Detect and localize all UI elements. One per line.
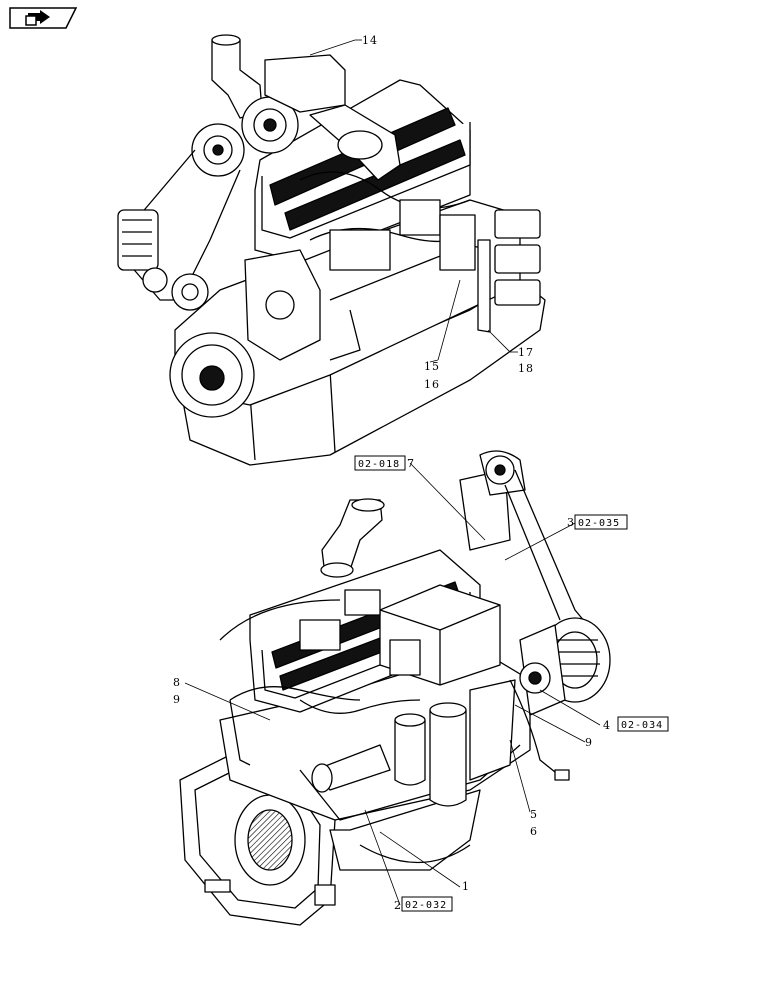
callout-16: 16 [424,378,440,391]
callout-17: 17 [518,346,534,359]
callout-8: 8 [173,676,181,689]
callout-labels: 14 15 16 17 18 7 3 8 9 4 9 5 6 1 2 [173,34,611,912]
svg-text:02-032: 02-032 [405,900,447,911]
svg-text:02-018: 02-018 [358,459,400,470]
callout-15: 15 [424,360,440,373]
callout-14: 14 [362,34,378,47]
leaders-bottom [184,462,601,906]
callout-1: 1 [462,880,470,893]
callout-18: 18 [518,362,534,375]
callout-9a: 9 [173,693,181,706]
callout-7: 7 [407,457,415,470]
svg-text:02-034: 02-034 [621,720,663,731]
ref-link-02-018[interactable]: 02-018 [354,455,406,471]
ref-link-02-034[interactable]: 02-034 [617,716,669,732]
leaders-top [309,39,518,363]
reference-boxes: 02-018 02-035 02-034 02-032 [354,455,669,912]
callout-3: 3 [567,516,575,529]
callout-9b: 9 [585,736,593,749]
ref-link-02-035[interactable]: 02-035 [574,514,628,530]
callout-5: 5 [530,808,538,821]
callout-2: 2 [394,899,402,912]
engine-view-top [117,34,546,466]
engine-view-bottom [179,450,611,926]
back-nav-button[interactable] [8,6,78,30]
back-arrow-icon [9,7,78,29]
svg-text:02-035: 02-035 [578,518,620,529]
callout-4: 4 [603,719,611,732]
callout-6: 6 [530,825,538,838]
ref-link-02-032[interactable]: 02-032 [401,896,453,912]
